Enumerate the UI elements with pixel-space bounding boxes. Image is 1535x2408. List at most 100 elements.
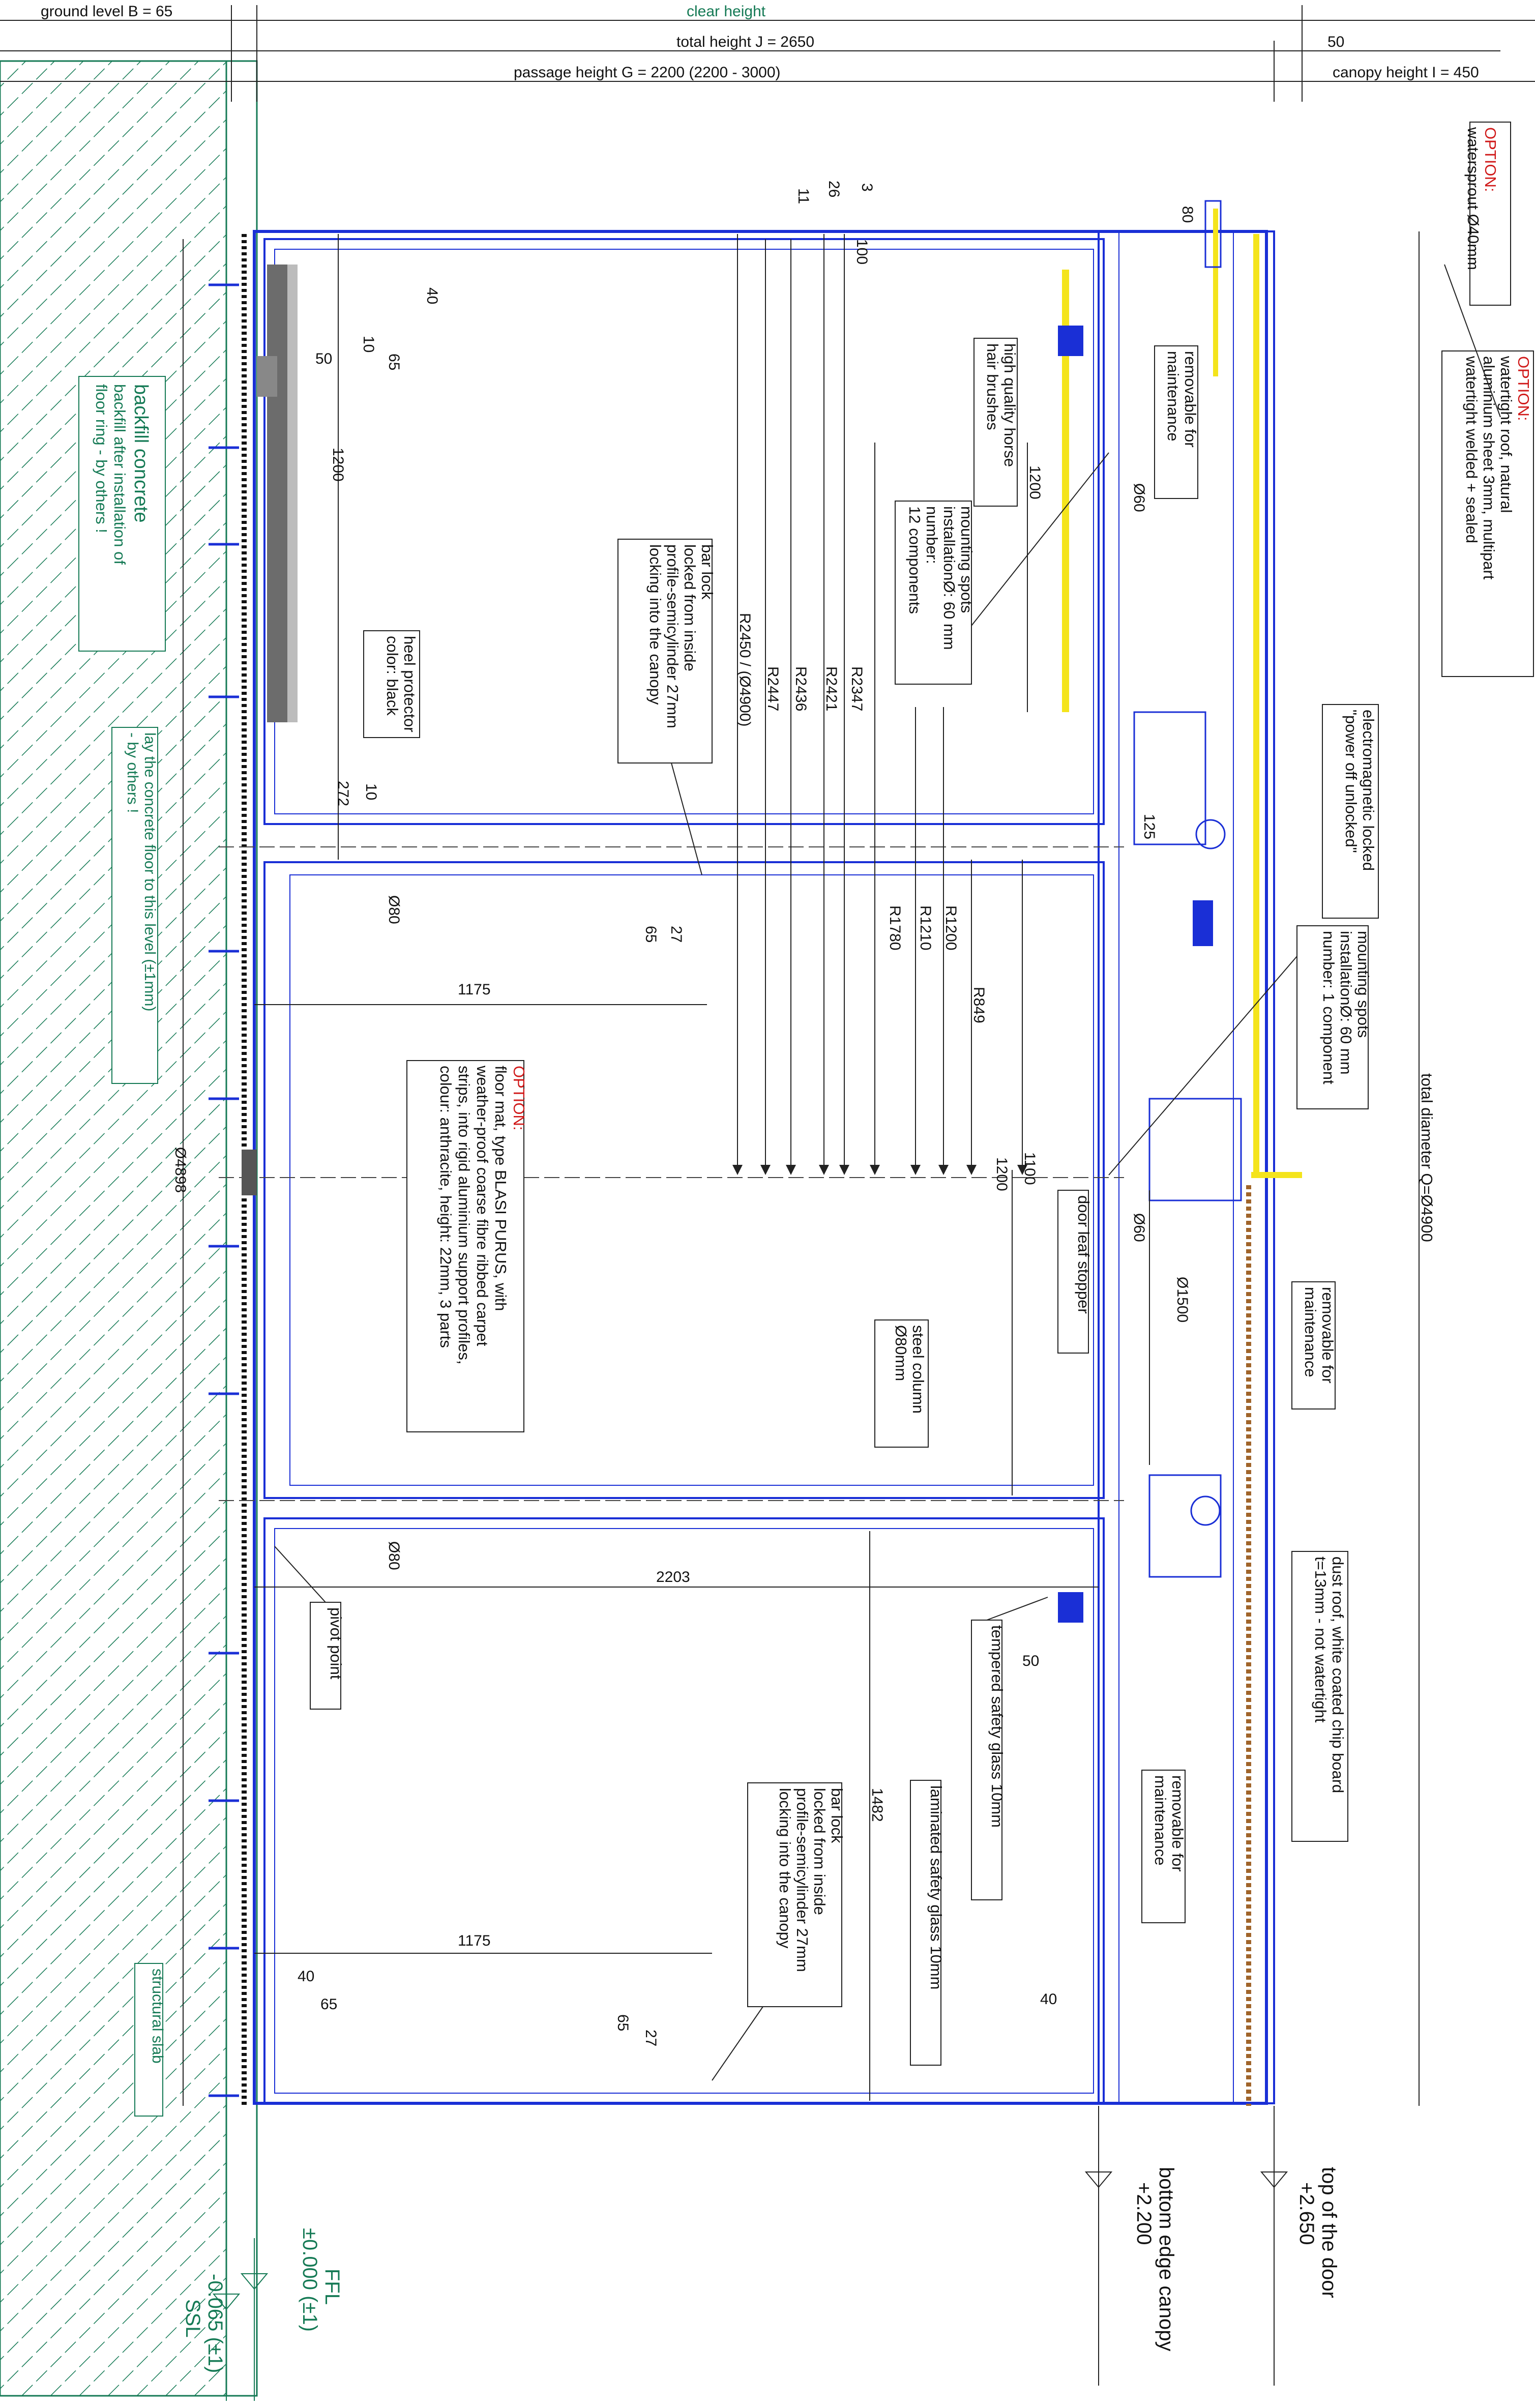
passage-height-label: passage height G = 2200 (2200 - 3000) [514, 64, 781, 81]
structural-slab-label: structural slab [149, 1969, 166, 2064]
bar-lock-2-line-1: bar lock [828, 1788, 846, 1843]
dim-60b: Ø60 [1131, 1213, 1147, 1242]
r2436: R2436 [792, 666, 809, 711]
lay-line-2: - by others ! [124, 732, 141, 813]
svg-text:lay the concrete floor to this: lay the concrete floor to this level (±1… [124, 732, 158, 1016]
mat-option: OPTION: [510, 1066, 528, 1130]
backfill-line-1: backfill after installation of [111, 384, 129, 565]
ssl-line-1: -0.065 (±1) [204, 2274, 226, 2373]
horse-hair-line-2: hair brushes [984, 343, 1001, 430]
dim-40a: 40 [424, 287, 440, 304]
dim-125: 125 [1141, 814, 1158, 839]
dim-1200b: 1200 [1026, 465, 1043, 500]
svg-text:bottom edge canopy +2.20: bottom edge canopy +2.200 [1133, 2167, 1177, 2357]
dim-2203: 2203 [656, 1569, 690, 1585]
r1210: R1210 [917, 905, 934, 950]
r2347: R2347 [848, 666, 865, 711]
backfill-title: backfill concrete [130, 384, 152, 522]
dim-80c: Ø80 [386, 1541, 402, 1570]
mounting12-line-3: number: [923, 506, 941, 564]
dim-65c: 65 [320, 1996, 337, 2013]
top-door-line-2: +2.650 [1295, 2182, 1318, 2245]
bar-lock-2-line-3: profile-semicylinder 27mm [793, 1788, 811, 1972]
dim-40b: 40 [298, 1968, 314, 1985]
dim-26: 26 [825, 181, 842, 197]
r2421: R2421 [823, 666, 840, 711]
mounting1-line-3: number: 1 component [1320, 931, 1338, 1084]
ffl-line-2: ±0.000 (±1) [299, 2228, 321, 2332]
dim-10a: 10 [360, 336, 377, 353]
bar-lock-2-line-2: locked from inside [811, 1788, 829, 1915]
bottom-canopy-line-2: +2.200 [1133, 2182, 1155, 2245]
mounting12-line-4: 12 components [906, 506, 924, 614]
ground-level-label: ground level B = 65 [41, 3, 172, 20]
dim-60a: Ø60 [1131, 483, 1147, 512]
removable-3-line-2: maintenance [1152, 1775, 1169, 1866]
dim-1200c: 1200 [993, 1157, 1010, 1191]
dust-roof-line-2: t=13mm - not watertight [1312, 1557, 1330, 1723]
gap-50-label: 50 [1327, 34, 1344, 50]
bottom-canopy-line-1: bottom edge canopy [1155, 2167, 1177, 2351]
dim-1100: 1100 [1021, 1152, 1038, 1185]
radius-dimension-lines [183, 231, 1420, 2106]
dim-50a: 50 [315, 350, 332, 367]
removable-2-line-1: removable for [1319, 1287, 1337, 1384]
mounting1-line-1: mounting spots [1354, 931, 1372, 1038]
bar-lock-1-line-1: bar lock [698, 544, 716, 600]
roof-line-1: watertight roof, natural [1497, 356, 1515, 513]
svg-text:OPTION: watertight roof,: OPTION: watertight roof, natural alumini… [1463, 356, 1532, 584]
canopy-height-label: canopy height I = 450 [1333, 64, 1479, 81]
watersprout-text: watersprout Ø40mm [1464, 127, 1482, 270]
removable-3-line-1: removable for [1169, 1775, 1187, 1872]
horse-hair-line-1: high quality horse [1001, 343, 1019, 467]
dim-27a: 27 [668, 926, 685, 943]
inner-dimension-texts: 3 26 11 100 80 40 65 10 50 1200 272 10 Ø… [172, 181, 1196, 2046]
door-leaf-stopper-label: door leaf stopper [1075, 1195, 1093, 1314]
r1200: R1200 [942, 905, 959, 950]
mounting12-line-2: installationØ: 60 mm [940, 506, 958, 650]
steel-column-line-2: Ø80mm [892, 1325, 910, 1381]
svg-text:heel protector color: bl: heel protector color: black [383, 636, 419, 737]
svg-text:bar lock locked from ins: bar lock locked from inside profile-semi… [776, 1788, 846, 1976]
mat-line-3: strips, into rigid aluminium support pro… [455, 1066, 473, 1365]
roof-line-2: aluminium sheet 3mm, multipart [1480, 356, 1498, 580]
laminated-label: laminated safety glass 10mm [927, 1785, 945, 1989]
removable-2-line-2: maintenance [1302, 1287, 1319, 1377]
dim-1200a: 1200 [330, 448, 346, 482]
watersprout-option: OPTION: [1482, 127, 1499, 192]
door-assembly [209, 200, 1302, 2106]
r849: R849 [970, 987, 987, 1023]
svg-text:mounting spots installat: mounting spots installationØ: 60 mm numb… [1320, 931, 1372, 1084]
dim-27b: 27 [642, 2030, 659, 2046]
svg-text:mounting spots installat: mounting spots installationØ: 60 mm numb… [906, 506, 976, 654]
dim-1500: Ø1500 [1174, 1277, 1191, 1323]
dim-65a: 65 [386, 354, 402, 370]
svg-text:steel column Ø80mm: steel column Ø80mm [892, 1325, 927, 1418]
mounting1-line-2: installationØ: 60 mm [1337, 931, 1355, 1075]
mounting12-line-1: mounting spots [958, 506, 976, 613]
lay-line-1: lay the concrete floor to this level (±1… [141, 732, 158, 1011]
callouts: OPTION: watersprout Ø40mm OPTION: watert… [274, 122, 1534, 2081]
heel-line-2: color: black [383, 636, 401, 716]
svg-text:dust roof, white coated chip b: dust roof, white coated chip board t=13m… [1312, 1557, 1347, 1798]
svg-text:removable for maintenanc: removable for maintenance [1164, 351, 1199, 452]
mat-line-2: weather-proof coarse fibre ribbed carpet [474, 1065, 491, 1346]
concrete-notes: backfill concrete backfill after install… [78, 376, 166, 2117]
mat-line-4: colour: anthracite, height: 22mm, 3 part… [437, 1066, 455, 1348]
svg-text:backfill concrete backfi: backfill concrete backfill after install… [93, 384, 152, 567]
dim-272: 272 [335, 781, 351, 806]
pivot-label: pivot point [327, 1607, 345, 1680]
dim-1482: 1482 [869, 1788, 885, 1822]
svg-text:OPTION: watersprout Ø40m: OPTION: watersprout Ø40mm [1464, 127, 1499, 270]
svg-text:electromagnetic locked ": electromagnetic locked "power off unlock… [1342, 710, 1377, 875]
dim-4898: Ø4898 [172, 1147, 189, 1193]
svg-text:-0.065 (±1) SSL: -0.065 (±1) SSL [182, 2274, 226, 2379]
bar-lock-1-line-3: profile-semicylinder 27mm [664, 544, 682, 728]
dim-10b: 10 [363, 783, 379, 800]
roof-option: OPTION: [1515, 356, 1532, 421]
bar-lock-2-line-4: locking into the canopy [776, 1788, 794, 1949]
svg-text:FFL ±0.000 (±1): FFL ±0.000 (±1) [299, 2228, 343, 2332]
total-diameter-label: total diameter Q=Ø4900 [1418, 1073, 1436, 1242]
roof-line-3: watertight welded + sealed [1463, 356, 1481, 543]
dim-3: 3 [859, 183, 875, 192]
